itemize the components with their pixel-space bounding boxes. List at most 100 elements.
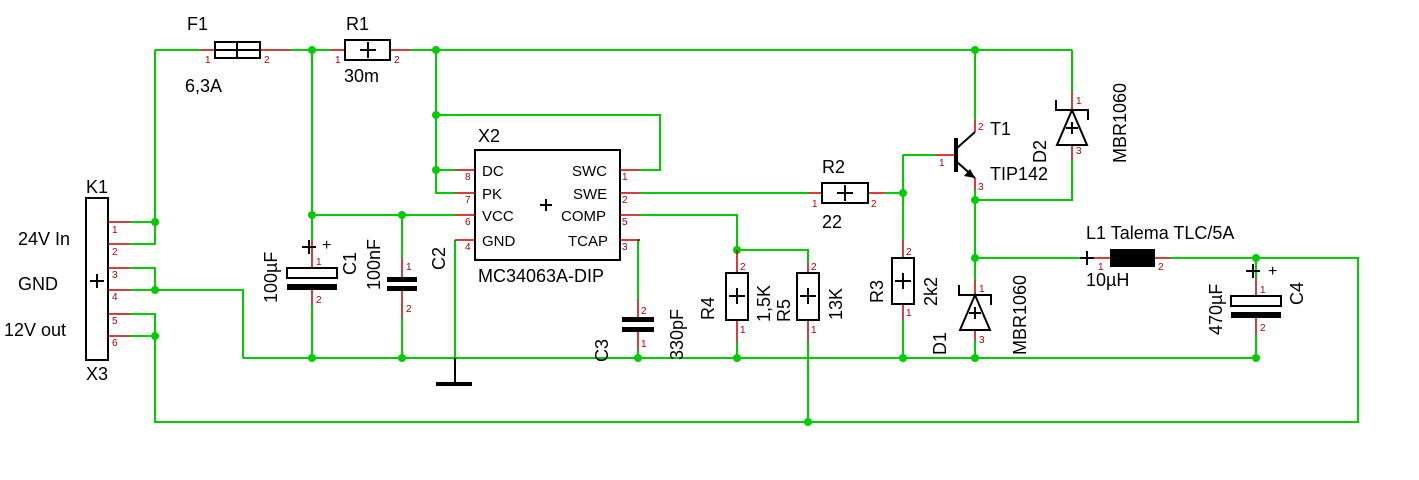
capacitor-c3: 2 1 C3 330pF <box>592 300 687 362</box>
x2-pin-swe: SWE <box>573 186 607 203</box>
r1-value: 30m <box>344 66 379 86</box>
svg-text:2: 2 <box>1260 323 1266 334</box>
svg-text:2: 2 <box>641 306 647 317</box>
l1-value: 10µH <box>1086 270 1129 290</box>
junctions <box>151 46 1260 426</box>
c4-ref: C4 <box>1287 282 1307 305</box>
t1-ref: T1 <box>990 119 1011 139</box>
svg-text:2: 2 <box>264 55 270 66</box>
r1-ref: R1 <box>346 14 369 34</box>
c2-ref: C2 <box>429 247 449 270</box>
svg-text:3: 3 <box>1076 146 1082 157</box>
svg-text:1: 1 <box>1260 285 1266 296</box>
c4-value: 470µF <box>1206 284 1226 335</box>
svg-text:5: 5 <box>622 217 628 228</box>
x2-pin-comp: COMP <box>561 208 606 225</box>
x2-pin-vcc: VCC <box>482 208 514 225</box>
svg-text:1: 1 <box>205 55 211 66</box>
d2-ref: D2 <box>1030 140 1050 163</box>
d1-value: MBR1060 <box>1010 275 1030 355</box>
c1-ceramic-value: 100nF <box>364 239 384 290</box>
x3-ref: X3 <box>86 364 108 384</box>
d1-ref: D1 <box>930 332 950 355</box>
ic-x2: 8 7 6 4 1 2 5 3 DC PK VCC GND SWC SWE CO… <box>455 126 640 286</box>
capacitor-c1-ceramic: 1 2 100nF <box>364 239 417 318</box>
svg-text:2: 2 <box>112 247 118 258</box>
c1-electrolytic-value: 100µF <box>261 252 281 303</box>
svg-text:2: 2 <box>978 122 984 133</box>
x2-pin-dc: DC <box>482 163 504 180</box>
x2-value: MC34063A-DIP <box>478 266 604 286</box>
svg-text:2: 2 <box>811 262 817 273</box>
svg-text:7: 7 <box>465 195 471 206</box>
t1-value: TIP142 <box>990 164 1048 184</box>
x2-pin-swc: SWC <box>572 163 607 180</box>
capacitor-c4: + 1 2 470µF C4 <box>1206 263 1307 335</box>
label-24v-in: 24V In <box>18 229 70 249</box>
svg-text:2: 2 <box>906 247 912 258</box>
svg-text:+: + <box>322 237 331 254</box>
r4-ref: R4 <box>698 297 718 320</box>
resistor-r4: 2 1 R4 1,5K <box>698 250 774 342</box>
svg-text:3: 3 <box>979 335 985 346</box>
svg-text:1: 1 <box>812 199 818 210</box>
svg-text:6: 6 <box>465 217 471 228</box>
svg-text:2: 2 <box>871 199 877 210</box>
x2-pin-tcap: TCAP <box>568 233 608 250</box>
r5-value: 13K <box>826 288 846 320</box>
svg-text:1: 1 <box>641 339 647 350</box>
svg-text:3: 3 <box>978 182 984 193</box>
svg-text:1: 1 <box>335 55 341 66</box>
svg-text:1: 1 <box>406 262 412 273</box>
svg-text:1: 1 <box>740 325 746 336</box>
svg-text:4: 4 <box>465 242 471 253</box>
svg-text:2: 2 <box>406 304 412 315</box>
label-12v-out: 12V out <box>4 320 66 340</box>
x2-ref: X2 <box>478 126 500 146</box>
resistor-r1: 1 2 R1 30m <box>330 14 410 86</box>
svg-text:3: 3 <box>112 270 118 281</box>
c1-ref: C1 <box>340 252 360 275</box>
c3-ref: C3 <box>592 339 612 362</box>
connector-k1: 1 2 3 4 5 6 K1 X3 24V In GND 12V out <box>4 177 130 384</box>
svg-text:2: 2 <box>740 262 746 273</box>
resistor-r5: 2 1 R5 13K <box>774 262 846 342</box>
svg-text:3: 3 <box>622 242 628 253</box>
svg-text:1: 1 <box>811 325 817 336</box>
f1-ref: F1 <box>187 14 208 34</box>
x2-pin-pk: PK <box>482 186 502 203</box>
r3-ref: R3 <box>867 280 887 303</box>
svg-text:1: 1 <box>622 172 628 183</box>
d2-value: MBR1060 <box>1110 83 1130 163</box>
fuse-f1: 1 2 F1 6,3A <box>185 14 290 96</box>
r2-ref: R2 <box>822 157 845 177</box>
svg-text:4: 4 <box>112 292 118 303</box>
svg-text:1: 1 <box>939 158 945 169</box>
svg-text:2: 2 <box>1158 262 1164 273</box>
resistor-r3: 2 1 R3 2k2 <box>867 240 941 320</box>
svg-text:1: 1 <box>316 257 322 268</box>
l1-ref: L1 Talema TLC/5A <box>1086 223 1234 243</box>
r4-value: 1,5K <box>754 285 774 322</box>
r3-value: 2k2 <box>921 277 941 306</box>
svg-text:8: 8 <box>465 172 471 183</box>
label-gnd: GND <box>18 274 58 294</box>
r2-value: 22 <box>822 212 842 232</box>
svg-text:1: 1 <box>979 284 985 295</box>
transistor-t1: 1 2 3 T1 TIP142 <box>935 119 1048 193</box>
svg-text:2: 2 <box>316 295 322 306</box>
c3-value: 330pF <box>667 309 687 360</box>
svg-text:1: 1 <box>1098 262 1104 273</box>
capacitor-c1-electrolytic: + 1 2 100µF C1 <box>261 237 360 306</box>
svg-text:1: 1 <box>112 225 118 236</box>
svg-text:1: 1 <box>906 308 912 319</box>
diode-d2: 1 3 D2 MBR1060 <box>1030 83 1130 163</box>
x2-pin-gnd: GND <box>482 233 516 250</box>
k1-ref: K1 <box>86 177 108 197</box>
inductor-l1: 1 2 L1 Talema TLC/5A 10µH <box>1080 223 1234 290</box>
svg-text:2: 2 <box>622 195 628 206</box>
svg-text:6: 6 <box>112 338 118 349</box>
f1-value: 6,3A <box>185 76 222 96</box>
svg-text:+: + <box>1268 263 1277 280</box>
